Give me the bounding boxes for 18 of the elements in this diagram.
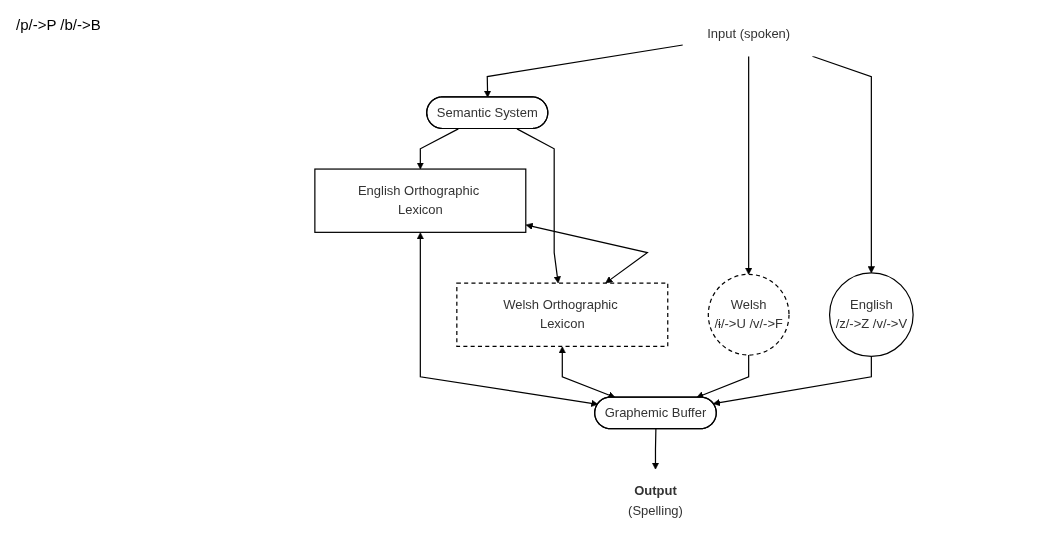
node-box: Welsh Orthographic Lexicon: [456, 282, 669, 347]
node-circle: English /z/->Z /v/->V: [828, 272, 914, 358]
node-box: English Orthographic Lexicon: [314, 168, 527, 233]
overlap-rule-text: /p/->P /b/->B: [16, 16, 102, 33]
arrow: [811, 55, 875, 274]
arrow: [696, 354, 750, 399]
arrow: [558, 346, 616, 399]
node-circle: Welsh /ɨ/->U /v/->F: [707, 273, 790, 356]
arrow: [525, 222, 649, 284]
arrow: [713, 355, 872, 407]
arrow: [516, 128, 561, 284]
node-text: Input (spoken): [707, 27, 791, 41]
arrow: [416, 232, 599, 407]
arrow: [651, 428, 660, 470]
arrow: [416, 128, 459, 170]
arrow: [745, 55, 753, 275]
arrow: [483, 44, 684, 98]
node-text: Output (Spelling): [628, 483, 683, 518]
